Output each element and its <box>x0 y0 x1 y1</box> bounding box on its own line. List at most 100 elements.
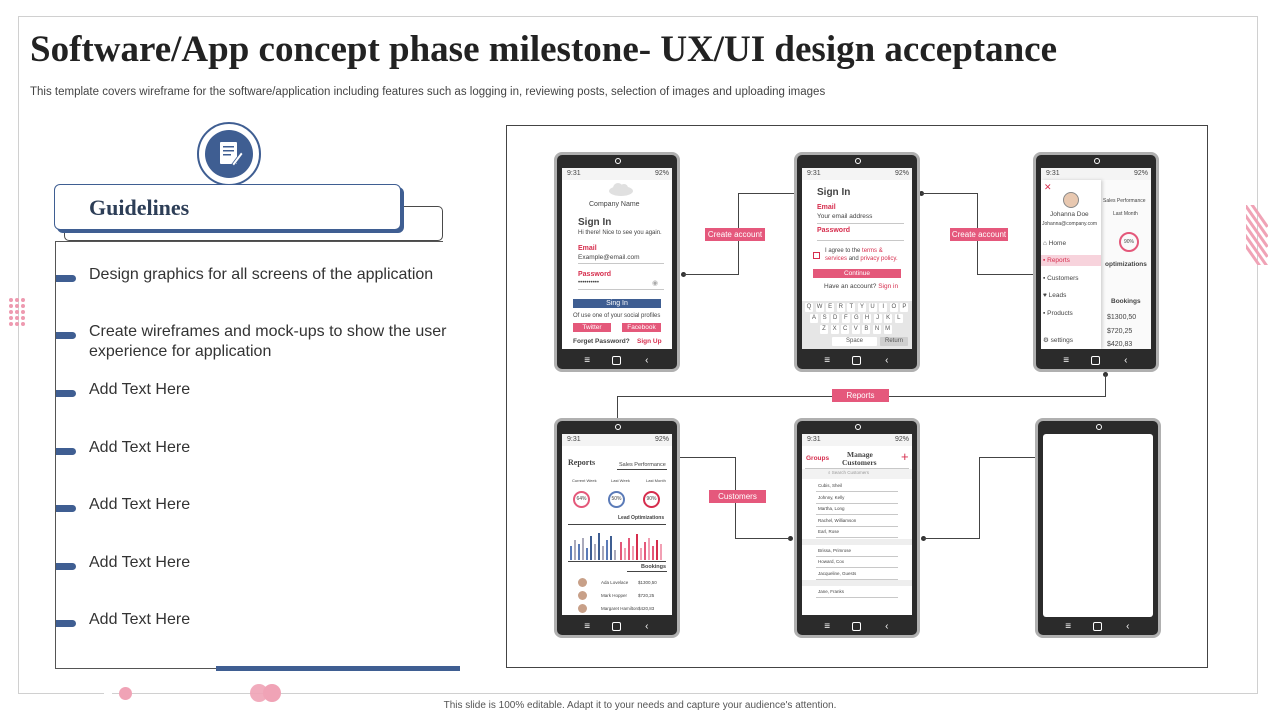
back-icon[interactable]: ‹ <box>1124 354 1128 366</box>
customer-list-item[interactable]: Brissa, Primrose <box>818 547 852 553</box>
sign-up-link[interactable]: Sign Up <box>637 338 662 345</box>
list-divider <box>816 525 898 527</box>
menu-icon[interactable]: ≡ <box>824 620 831 632</box>
sign-in-link[interactable]: Sign in <box>878 283 899 290</box>
customer-list-item[interactable]: Howard, Cox <box>818 559 845 564</box>
keyboard-key[interactable]: C <box>841 325 850 334</box>
cloud-icon <box>609 183 633 196</box>
continue-button[interactable]: Continue <box>813 269 901 278</box>
back-icon[interactable]: ‹ <box>885 354 889 366</box>
keyboard-key[interactable]: F <box>841 314 850 323</box>
keyboard-key[interactable]: U <box>868 303 877 312</box>
keyboard-key[interactable]: E <box>826 303 835 312</box>
back-icon[interactable]: ‹ <box>645 620 649 632</box>
connector-line <box>1105 374 1106 397</box>
keyboard-key[interactable]: B <box>862 325 871 334</box>
notepad-icon <box>197 122 261 186</box>
camera-icon <box>615 158 621 164</box>
back-icon[interactable]: ‹ <box>1126 620 1130 632</box>
home-icon[interactable] <box>612 621 622 631</box>
customer-list-item[interactable]: Jane, Franks <box>818 589 845 594</box>
keyboard-key[interactable]: T <box>847 303 856 312</box>
connector-line <box>979 457 1037 458</box>
customer-list-item[interactable]: Cubis, Sheil <box>818 483 843 488</box>
customer-list-item[interactable]: Earl, Rose <box>818 529 840 534</box>
back-icon[interactable]: ‹ <box>885 620 889 632</box>
connector-line <box>683 274 738 275</box>
home-icon[interactable] <box>1091 355 1101 365</box>
back-icon[interactable]: ‹ <box>645 354 649 366</box>
home-icon[interactable] <box>612 355 622 365</box>
keyboard-key[interactable]: Y <box>858 303 866 312</box>
close-icon[interactable]: ✕ <box>1044 182 1052 192</box>
customer-list-item[interactable]: Martha, Long <box>818 506 845 511</box>
keyboard-key[interactable]: Z <box>820 325 828 334</box>
keyboard-key[interactable]: I <box>879 303 888 312</box>
menu-item-home[interactable]: ⌂ Home <box>1043 240 1067 247</box>
page-subtitle: This template covers wireframe for the s… <box>30 86 826 98</box>
keyboard-key[interactable]: N <box>873 325 881 334</box>
menu-item-settings[interactable]: ⚙ settings <box>1043 337 1074 344</box>
keyboard-key[interactable]: K <box>884 314 893 323</box>
forgot-password-link[interactable]: Forget Password? <box>573 338 630 345</box>
email-field[interactable]: Your email address <box>817 213 873 220</box>
space-key[interactable]: Space <box>832 337 877 346</box>
groups-tab[interactable]: Groups <box>806 455 830 462</box>
phone-screen <box>1043 434 1153 617</box>
keyboard-key[interactable]: W <box>815 303 824 312</box>
keyboard-key[interactable]: A <box>810 314 818 323</box>
list-bottom-accent <box>216 666 460 671</box>
menu-icon[interactable]: ≡ <box>1065 620 1072 632</box>
menu-item-reports[interactable]: ▪ Reports <box>1043 257 1070 264</box>
twitter-button[interactable]: Twitter <box>573 323 611 332</box>
eye-icon[interactable]: ◉ <box>652 280 659 287</box>
keyboard-key[interactable]: M <box>883 325 892 334</box>
sign-in-button[interactable]: Sing In <box>573 299 661 308</box>
decorative-dot <box>119 687 132 700</box>
menu-item-customers[interactable]: ▪ Customers <box>1043 275 1079 282</box>
decorative-dot-grid <box>9 298 29 334</box>
phone-navbar: ≡‹ <box>557 350 677 370</box>
connector-label-customers: Customers <box>709 490 766 503</box>
keyboard-key[interactable]: Q <box>805 303 813 312</box>
menu-item-leads[interactable]: ♥ Leads <box>1043 292 1067 299</box>
keyboard-key[interactable]: J <box>873 314 882 323</box>
menu-icon[interactable]: ≡ <box>584 354 591 366</box>
bullet-arrow-icon <box>56 563 76 570</box>
keyboard-key[interactable]: D <box>831 314 840 323</box>
frame-right <box>1257 16 1258 694</box>
keyboard-key[interactable]: X <box>830 325 839 334</box>
password-field[interactable]: •••••••••• <box>578 280 600 286</box>
menu-icon[interactable]: ≡ <box>824 354 831 366</box>
keyboard-key[interactable]: S <box>820 314 829 323</box>
customer-list-item[interactable]: Rachel, Williamson <box>818 517 857 523</box>
keyboard-key[interactable]: H <box>863 314 871 323</box>
menu-icon[interactable]: ≡ <box>584 620 591 632</box>
keyboard-key[interactable]: O <box>889 303 898 312</box>
customer-list-item[interactable]: Johnny, Kelly <box>818 494 845 500</box>
menu-icon[interactable]: ≡ <box>1063 354 1070 366</box>
keyboard-key[interactable]: P <box>900 303 909 312</box>
keyboard-key[interactable]: L <box>894 314 903 323</box>
keyboard-key[interactable]: R <box>836 303 845 312</box>
facebook-button[interactable]: Facebook <box>622 323 661 332</box>
customer-list-item[interactable]: Jacqueline, Guests <box>818 570 857 576</box>
email-field[interactable]: Example@email.com <box>578 254 640 261</box>
keyboard-key[interactable]: G <box>852 314 861 323</box>
home-icon[interactable] <box>852 355 862 365</box>
home-icon[interactable] <box>852 621 862 631</box>
add-icon[interactable]: + <box>901 449 909 464</box>
list-left-line <box>55 241 56 669</box>
agree-checkbox[interactable] <box>813 252 820 259</box>
return-key[interactable]: Return <box>880 337 908 346</box>
list-divider <box>816 491 898 492</box>
search-customers-input[interactable]: ⌕ Search Customers <box>828 470 870 475</box>
home-icon[interactable] <box>1093 621 1103 631</box>
frame-top <box>18 16 1258 17</box>
avatar <box>1063 192 1079 208</box>
menu-item-products[interactable]: ▪ Products <box>1043 310 1073 317</box>
keyboard-key[interactable]: V <box>851 325 860 334</box>
